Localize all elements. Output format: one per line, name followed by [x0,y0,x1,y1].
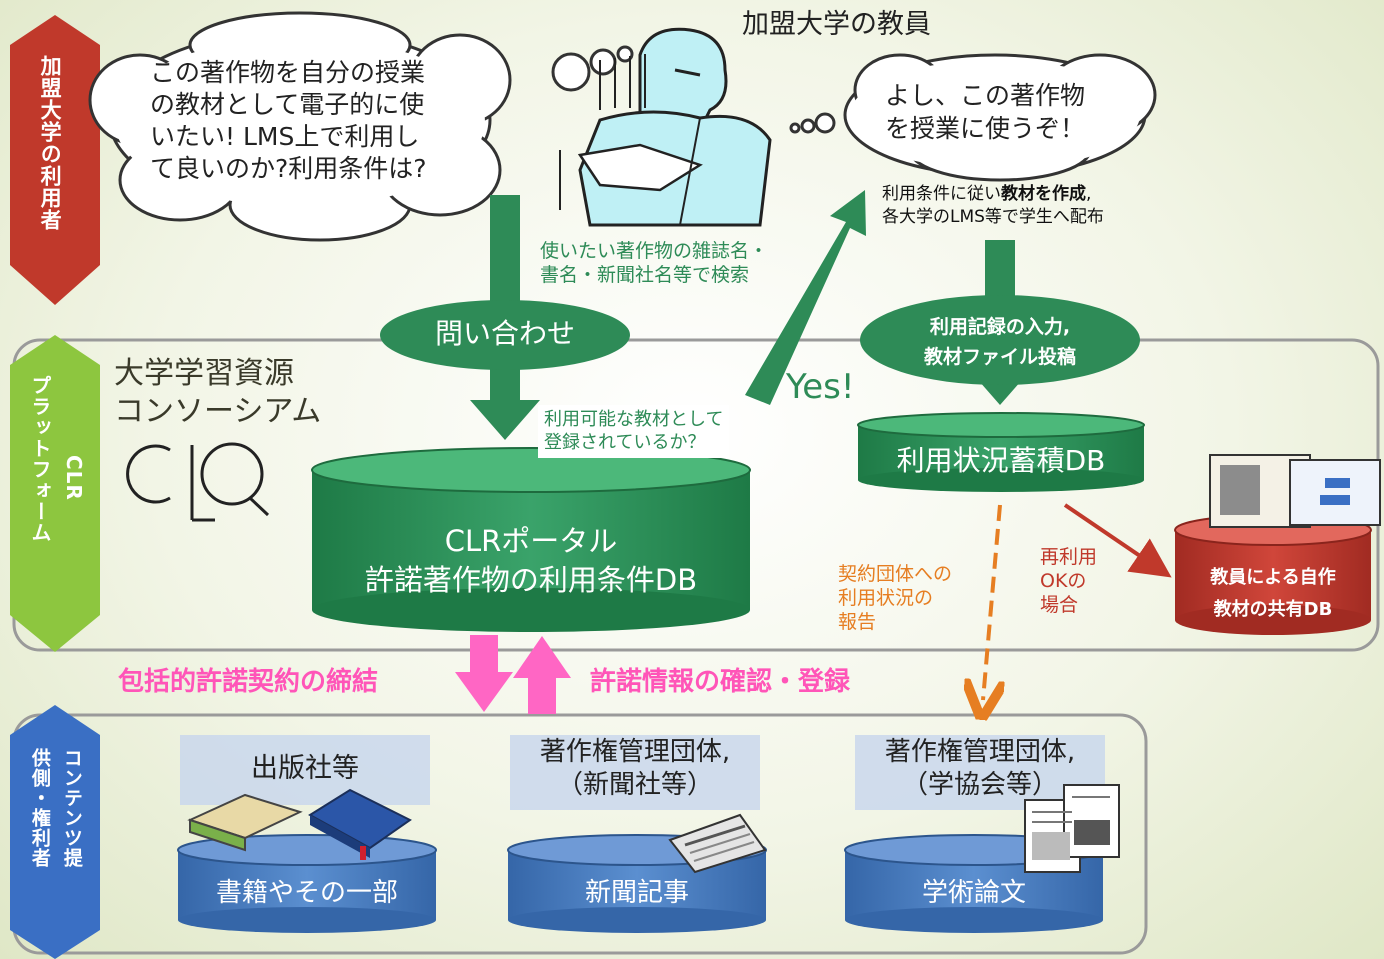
provider-org-1: 出版社等 [251,753,359,784]
books-icon [187,788,412,860]
platform-tab [10,335,100,652]
clr-logo-icon [126,442,270,522]
inquiry-arrow-head [470,400,540,440]
shared-db-cylinder [1174,514,1372,635]
portal-db-cylinder [311,447,751,632]
faculty-title: 加盟大学の教員 [742,9,931,40]
thought-bubble-left [88,11,634,242]
users-tab [10,15,100,305]
provider-org-3: 著作権管理団体, （学協会等） [884,737,1076,800]
papers-icon [1024,784,1120,873]
record-oval [860,295,1140,385]
provider-org-bg-1 [180,735,430,805]
provider-content-2: 新聞記事 [584,878,689,908]
record-input-label: 利用記録の入力, 教材ファイル投稿 [923,316,1076,369]
report-note: 契約団体への 利用状況の 報告 [838,563,953,633]
faculty-action-part1: 利用条件に従い [882,184,1001,204]
providers-tab [10,705,100,959]
reuse-note: 再利用 OKの 場合 [1040,546,1098,616]
thought-left-text: この著作物を自分の授業 の教材として電子的に使 いたい! LMS上で利用し て良… [150,58,427,183]
inquiry-oval [380,300,630,370]
reuse-arrow [1063,503,1172,578]
agreement-arrow-down-shaft [470,635,498,677]
check-note: 利用可能な教材として 登録されているか？ [538,405,730,458]
provider-content-3: 学術論文 [921,878,1026,908]
faculty-figure-icon [559,27,772,227]
thought-bubble-right [789,53,1157,182]
faculty-action-bold: 教材を作成 [1001,184,1086,204]
search-note: 使いたい著作物の雑誌名・ 書名・新聞社名等で検索 [540,240,769,286]
provider-org-2: 著作権管理団体, （新聞社等） [539,737,731,800]
providers-side-label-1: コンテンツ提 [60,748,83,868]
materials-icon [1209,454,1381,528]
platform-side-label-1: CLR [62,455,86,501]
faculty-action-text: 利用条件に従い教材を作成, 各大学のLMS等で学生へ配布 [882,183,1104,229]
inquiry-label: 問い合わせ [434,317,575,350]
thought-right-text: よし、この著作物 を授業に使うぞ！ [885,81,1086,143]
providers-side-label-2: 供側・権利者 [28,748,51,868]
users-side-label: 加盟大学の利用者 [38,55,63,231]
usage-db-cylinder [857,412,1145,492]
portal-db-label: CLRポータル 許諾著作物の利用条件DB [364,524,698,598]
newspaper-icon [668,813,767,874]
agreement-arrow-up-head [513,636,571,678]
agreement-left: 包括的許諾契約の締結 [118,667,379,697]
report-arrow [983,504,1000,700]
yes-label: Yes! [786,367,855,407]
agreement-arrow-up-shaft [528,674,556,714]
platform-side-label-2: プラットフォーム [28,375,52,543]
provider-org-bg-2 [510,735,760,810]
shared-db-label: 教員による自作 教材の共有DB [1210,567,1336,620]
agreement-right: 許諾情報の確認・登録 [590,667,851,697]
usage-db-label: 利用状況蓄積DB [896,444,1106,477]
consortium-name: 大学学習資源 コンソーシアム [114,356,322,429]
provider-content-1: 書籍やその一部 [215,878,398,908]
yes-arrow [745,190,866,405]
agreement-arrow-down-head [455,672,513,712]
faculty-action-part2: , 各大学のLMS等で学生へ配布 [882,184,1104,227]
